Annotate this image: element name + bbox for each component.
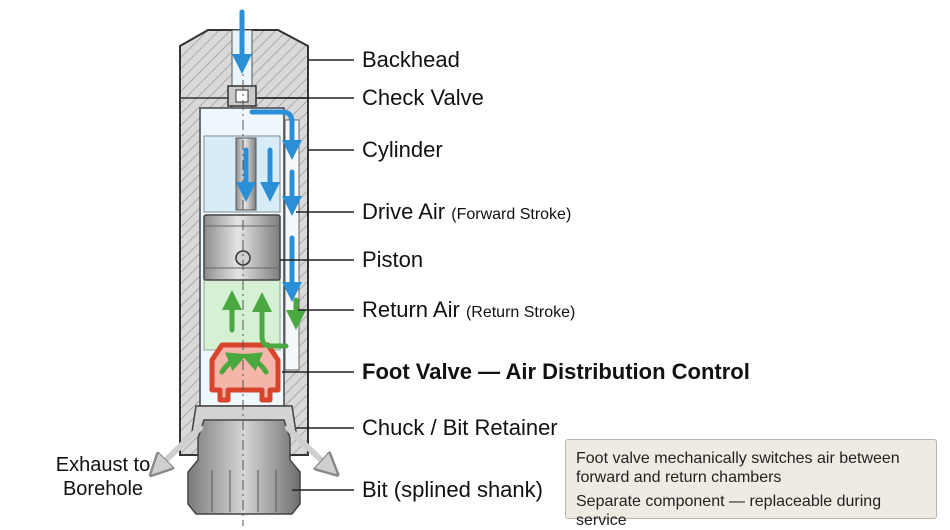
check-valve — [227, 85, 257, 107]
label-return-air: Return Air (Return Stroke) — [362, 299, 575, 321]
note-line-1: Foot valve mechanically switches air bet… — [576, 450, 900, 486]
bit — [187, 419, 301, 515]
label-piston: Piston — [362, 247, 424, 272]
drive-air-arrows — [232, 9, 302, 302]
label-return-air-sub: (Return Stroke) — [465, 304, 576, 321]
label-drive-air-main: Drive Air — [362, 199, 446, 224]
return-air-arrows — [219, 290, 306, 375]
leader-lines — [258, 59, 354, 491]
piston — [203, 214, 281, 281]
label-backhead: Backhead — [362, 47, 460, 72]
label-foot-valve: Foot Valve — Air Distribution Control — [362, 359, 750, 384]
note-line-2: Separate component — replaceable during … — [576, 493, 882, 529]
return-chamber — [203, 279, 281, 351]
note-box: Foot valve mechanically switches air bet… — [565, 439, 937, 529]
label-return-air-main: Return Air — [362, 297, 460, 322]
label-exhaust-line2: Borehole — [62, 478, 144, 500]
label-drive-air-sub: (Forward Stroke) — [451, 206, 572, 223]
exhaust-arrows — [158, 425, 330, 468]
label-exhaust: Exhaust to Borehole — [44, 453, 162, 501]
label-drive-air: Drive Air (Forward Stroke) — [362, 201, 571, 223]
label-check-valve: Check Valve — [362, 85, 484, 110]
label-cylinder: Cylinder — [362, 137, 443, 162]
label-exhaust-line1: Exhaust to — [55, 454, 151, 476]
label-bit: Bit (splined shank) — [362, 477, 543, 502]
label-chuck: Chuck / Bit Retainer — [362, 415, 558, 440]
